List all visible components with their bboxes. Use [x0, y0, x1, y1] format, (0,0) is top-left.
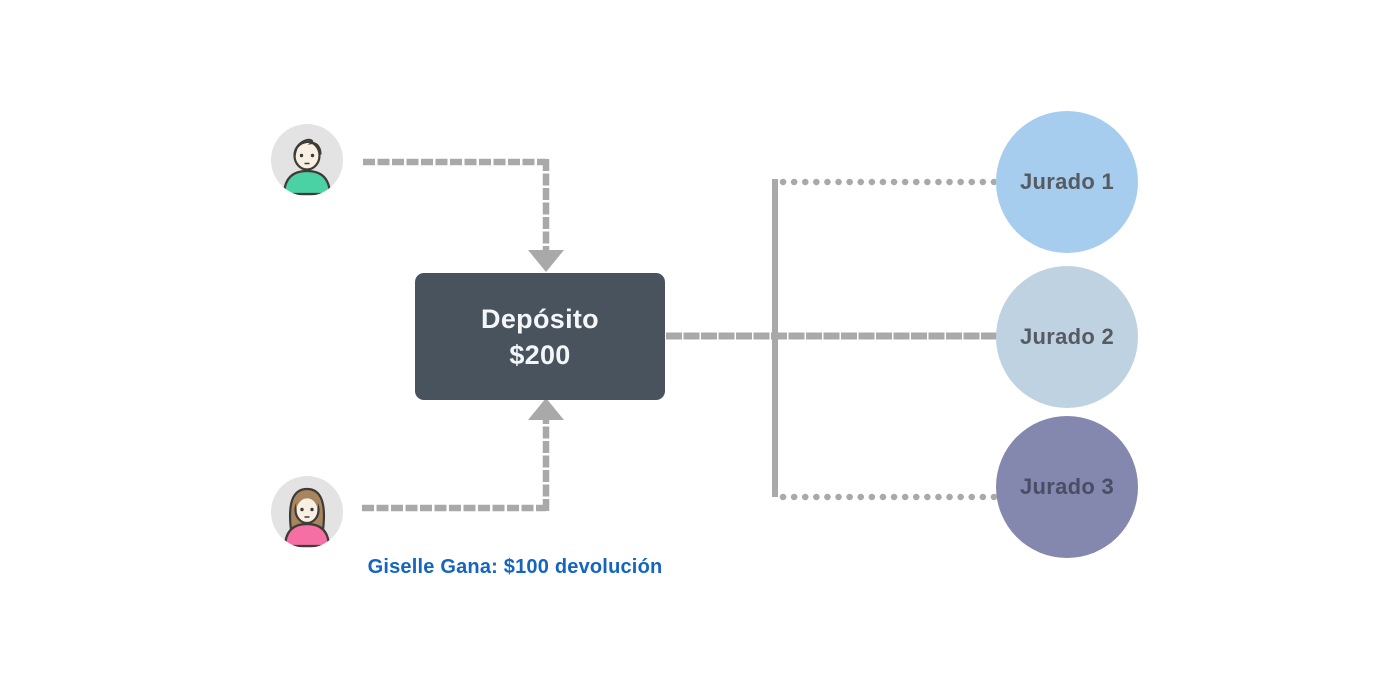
deposit-box-title: Depósito [481, 303, 599, 334]
refund-caption: Giselle Gana: $100 devolución [367, 556, 663, 578]
man-avatar-icon [271, 124, 343, 196]
woman-avatar-icon [271, 476, 343, 548]
juror-3-label: Jurado 3 [1019, 474, 1115, 499]
juror-2-label: Jurado 2 [1019, 324, 1115, 349]
arrow-up-icon [528, 398, 564, 420]
deposit-box-amount: $200 [509, 339, 571, 370]
juror-1-circle: Jurado 1 [996, 111, 1138, 253]
juror-2-circle: Jurado 2 [996, 266, 1138, 408]
arrow-down-icon [528, 250, 564, 272]
juror-3-circle: Jurado 3 [996, 416, 1138, 558]
juror-1-label: Jurado 1 [1019, 169, 1115, 194]
deposit-box: Depósito $200 [415, 273, 665, 400]
